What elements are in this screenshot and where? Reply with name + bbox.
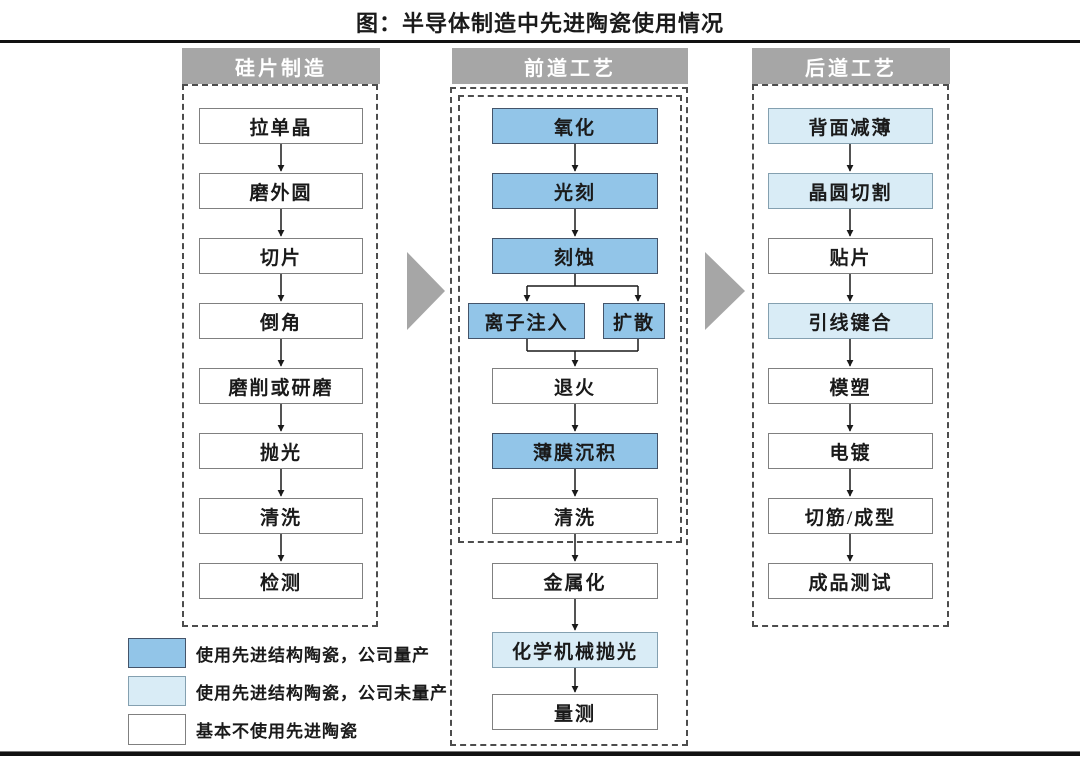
wafer-column-dashed-border (182, 84, 378, 627)
front-end-column-dashed-border (450, 87, 688, 746)
step-box: 磨削或研磨 (199, 368, 363, 404)
step-box: 磨外圆 (199, 173, 363, 209)
stage-arrow-right-icon (705, 252, 745, 330)
step-box: 刻蚀 (492, 238, 658, 274)
legend-label: 基本不使用先进陶瓷 (196, 721, 358, 741)
step-box: 薄膜沉积 (492, 433, 658, 469)
step-box: 扩散 (603, 303, 665, 339)
legend-swatch-no-ceramic (128, 714, 186, 745)
legend-swatch-mass-production (128, 638, 186, 668)
step-box: 成品测试 (768, 563, 933, 599)
column-header-back-end-process: 后道工艺 (752, 48, 950, 84)
step-box: 光刻 (492, 173, 658, 209)
step-box: 化学机械抛光 (492, 632, 658, 668)
step-box: 倒角 (199, 303, 363, 339)
column-header-front-end-process: 前道工艺 (452, 48, 688, 84)
step-box: 金属化 (492, 563, 658, 599)
back-end-column-dashed-border (752, 84, 949, 627)
legend-label: 使用先进结构陶瓷，公司量产 (196, 645, 430, 665)
step-box: 清洗 (199, 498, 363, 534)
step-box: 贴片 (768, 238, 933, 274)
step-box: 抛光 (199, 433, 363, 469)
step-box: 电镀 (768, 433, 933, 469)
step-box: 离子注入 (468, 303, 585, 339)
front-end-inner-dashed-border (458, 95, 682, 543)
stage-arrow-right-icon (407, 252, 445, 330)
step-box: 拉单晶 (199, 108, 363, 144)
legend-swatch-not-mass-production (128, 676, 186, 706)
step-box: 模塑 (768, 368, 933, 404)
step-box: 氧化 (492, 108, 658, 144)
step-box: 背面减薄 (768, 108, 933, 144)
top-rule (0, 40, 1080, 43)
step-box: 切片 (199, 238, 363, 274)
bottom-rule (0, 751, 1080, 756)
step-box: 检测 (199, 563, 363, 599)
step-box: 引线键合 (768, 303, 933, 339)
step-box: 退火 (492, 368, 658, 404)
step-box: 切筋/成型 (768, 498, 933, 534)
step-box: 晶圆切割 (768, 173, 933, 209)
step-box: 清洗 (492, 498, 658, 534)
legend-label: 使用先进结构陶瓷，公司未量产 (196, 683, 448, 703)
step-box: 量测 (492, 694, 658, 730)
column-header-wafer-manufacturing: 硅片制造 (182, 48, 380, 84)
figure-title: 图：半导体制造中先进陶瓷使用情况 (355, 11, 724, 36)
